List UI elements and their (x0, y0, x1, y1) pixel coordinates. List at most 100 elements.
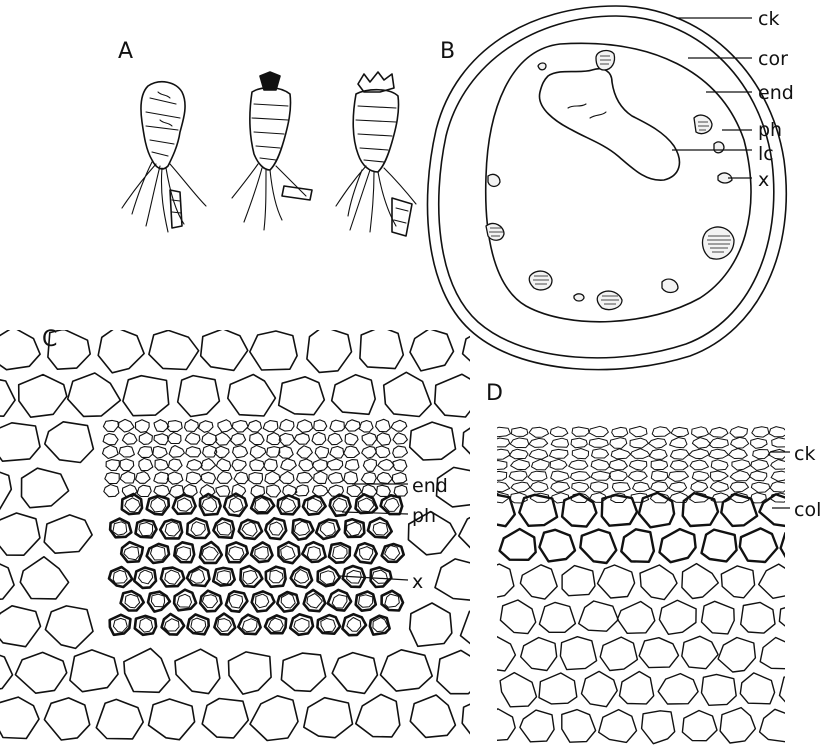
cell (572, 449, 588, 459)
cell (279, 377, 325, 415)
cell (217, 571, 231, 584)
cell (741, 602, 775, 633)
cell (702, 601, 735, 634)
cell (229, 497, 243, 512)
cell (314, 420, 327, 431)
cell (201, 459, 216, 471)
cell (690, 460, 709, 470)
cell (772, 438, 790, 447)
cell (539, 673, 577, 704)
cell (269, 522, 283, 535)
cell (332, 653, 377, 694)
cell (360, 547, 373, 560)
cell (281, 546, 295, 560)
label-ph-b: ph (758, 119, 782, 141)
cell (360, 327, 403, 369)
cell (394, 485, 407, 496)
cell (149, 699, 195, 740)
cell (250, 696, 298, 741)
label-ck-b: ck (758, 8, 779, 30)
cell (692, 427, 709, 438)
cell (363, 459, 376, 471)
cell (267, 485, 281, 497)
cell (167, 421, 182, 432)
cell (191, 618, 206, 632)
cell (202, 699, 248, 738)
cell (435, 559, 480, 600)
cell (580, 530, 616, 564)
cell (410, 329, 454, 371)
cell (295, 485, 309, 496)
cell (0, 327, 40, 369)
cell (612, 427, 628, 436)
cell (44, 698, 89, 740)
cell (332, 375, 376, 415)
cell (20, 557, 68, 599)
cell (617, 602, 654, 634)
cell (529, 438, 548, 447)
cell (307, 547, 320, 560)
cell (683, 493, 718, 526)
cell (550, 427, 568, 437)
cell (491, 482, 510, 492)
cell (185, 433, 200, 445)
cell (489, 471, 507, 480)
cell (137, 485, 151, 496)
cell (294, 521, 309, 535)
cell (313, 460, 328, 472)
cell (529, 427, 549, 437)
cell (609, 459, 627, 469)
cell (631, 449, 650, 459)
cell (702, 674, 737, 705)
cell (342, 614, 366, 635)
cell (410, 695, 455, 737)
cell (640, 565, 677, 600)
cell (229, 594, 242, 608)
cell (0, 377, 15, 416)
cell (186, 472, 202, 484)
cell (592, 449, 609, 458)
cell (265, 471, 280, 484)
cell (709, 438, 728, 448)
cell (551, 482, 570, 493)
panel-a-letter: A (118, 39, 133, 64)
cell (96, 699, 143, 739)
cell (344, 446, 360, 457)
cell (250, 460, 264, 471)
cell (217, 472, 232, 484)
cell (280, 471, 294, 483)
cell (330, 420, 345, 432)
cell (730, 471, 750, 481)
cell (347, 485, 361, 496)
cell (0, 513, 40, 555)
cell (730, 427, 748, 438)
cell (312, 432, 326, 444)
cell (229, 652, 272, 694)
cell (113, 522, 127, 535)
cell (478, 709, 515, 741)
cell (202, 595, 217, 608)
cell (250, 331, 297, 370)
cell (45, 606, 93, 649)
cell (294, 618, 309, 631)
cell (104, 485, 119, 497)
cell (175, 649, 220, 693)
cell (589, 438, 608, 447)
cell (628, 471, 647, 481)
rhizome-specimen-3 (336, 72, 416, 236)
cell (652, 427, 670, 437)
cell (19, 375, 67, 418)
cell (509, 471, 527, 481)
cell (15, 652, 66, 693)
cell (202, 433, 217, 445)
cell (589, 426, 608, 436)
cell (154, 472, 169, 483)
cell (385, 545, 400, 559)
cell (478, 636, 515, 671)
panel-b-letter: B (440, 39, 455, 64)
cell (328, 473, 343, 484)
cell (692, 438, 710, 449)
cell (435, 374, 480, 417)
cell (463, 420, 507, 460)
label-end-c: end (412, 475, 448, 497)
